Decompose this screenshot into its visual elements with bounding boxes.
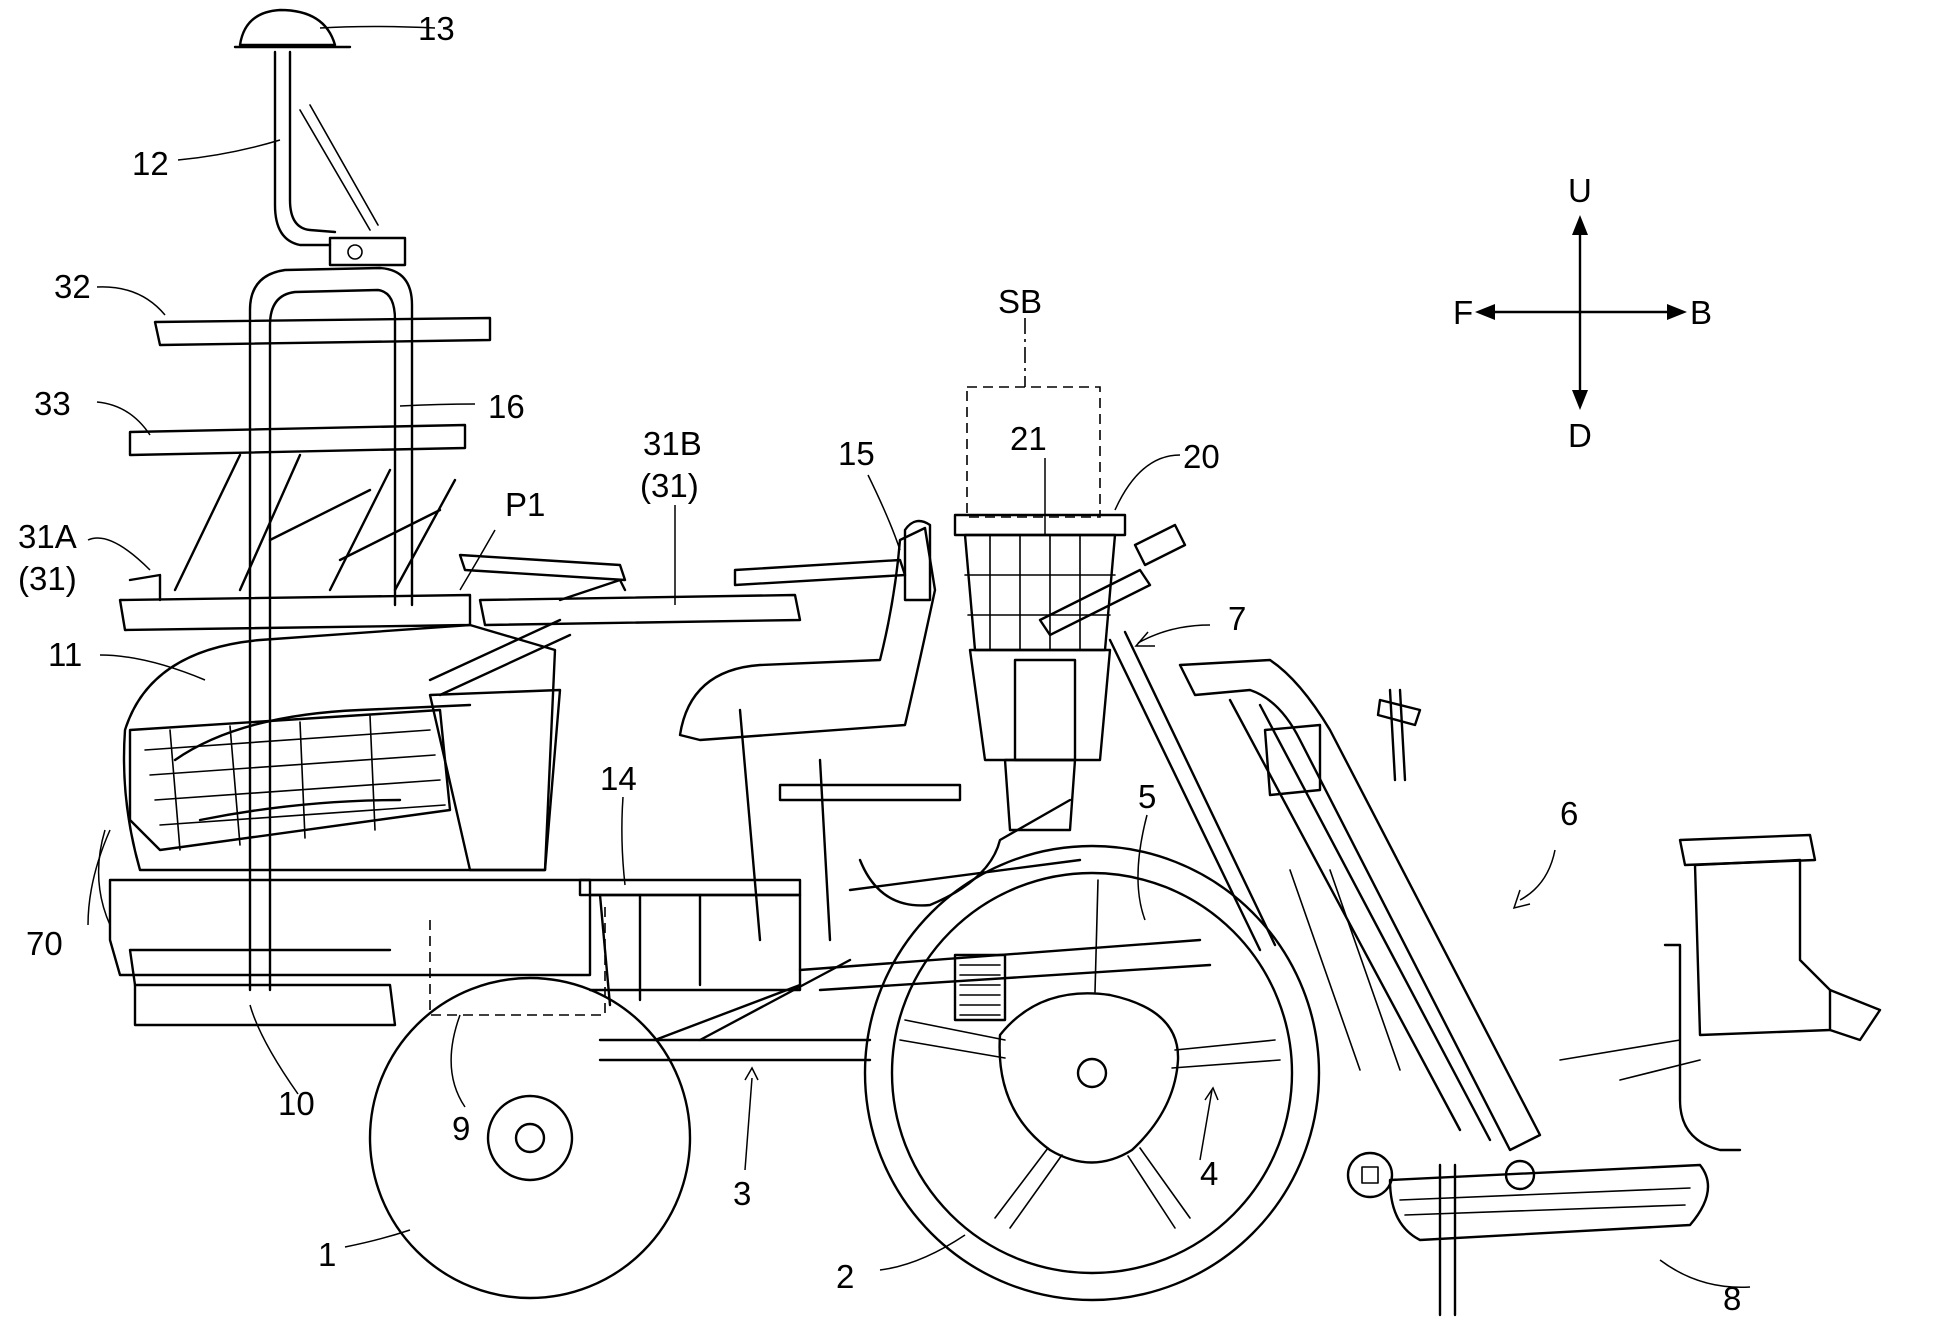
label-31A: 31A [18, 518, 77, 555]
front-wheel [368, 976, 692, 1300]
label-20: 20 [1183, 438, 1220, 475]
arrow-left-icon [1475, 304, 1495, 320]
machine-body [108, 623, 1212, 1062]
label-31A-sub: (31) [18, 560, 77, 597]
operator-seat [678, 519, 937, 742]
direction-up-label: U [1568, 172, 1592, 209]
label-P1: P1 [505, 486, 545, 523]
label-16: 16 [488, 388, 525, 425]
direction-back-label: B [1690, 294, 1712, 331]
label-6: 6 [1560, 795, 1578, 832]
direction-front-label: F [1453, 294, 1473, 331]
label-21: 21 [1010, 420, 1047, 457]
fertilizer-hopper [953, 318, 1187, 832]
label-11: 11 [48, 636, 82, 673]
antenna-mast [233, 8, 407, 267]
label-31B-sub: (31) [640, 467, 699, 504]
label-SB: SB [998, 283, 1042, 320]
label-12: 12 [132, 145, 169, 182]
arrow-up-icon [1572, 215, 1588, 235]
arrow-down-icon [1572, 390, 1588, 410]
label-3: 3 [733, 1175, 751, 1212]
label-2: 2 [836, 1258, 854, 1295]
direction-legend: U D F B [1453, 172, 1712, 454]
reference-numerals: 13 12 32 16 33 31A (31) 11 P1 31B (31) 1… [18, 10, 1741, 1317]
leader-lines [87, 25, 1751, 1289]
label-32: 32 [54, 268, 91, 305]
label-1: 1 [318, 1236, 336, 1273]
front-deck-and-frame [118, 266, 492, 992]
hidden-outline-9 [429, 905, 606, 1016]
label-10: 10 [278, 1085, 315, 1122]
label-31B: 31B [643, 425, 702, 462]
label-33: 33 [34, 385, 71, 422]
rear-wheel [863, 844, 1321, 1302]
work-deck-31B [428, 553, 802, 697]
arrow-right-icon [1667, 304, 1687, 320]
label-5: 5 [1138, 778, 1156, 815]
label-13: 13 [418, 10, 455, 47]
direction-down-label: D [1568, 417, 1592, 454]
label-14: 14 [600, 760, 637, 797]
label-7: 7 [1228, 600, 1246, 637]
planting-unit [1108, 630, 1882, 1317]
label-8: 8 [1723, 1280, 1741, 1317]
label-15: 15 [838, 435, 875, 472]
label-4: 4 [1200, 1155, 1218, 1192]
indicator-arrows [97, 624, 1556, 1171]
label-9: 9 [452, 1110, 470, 1147]
label-70: 70 [26, 925, 63, 962]
